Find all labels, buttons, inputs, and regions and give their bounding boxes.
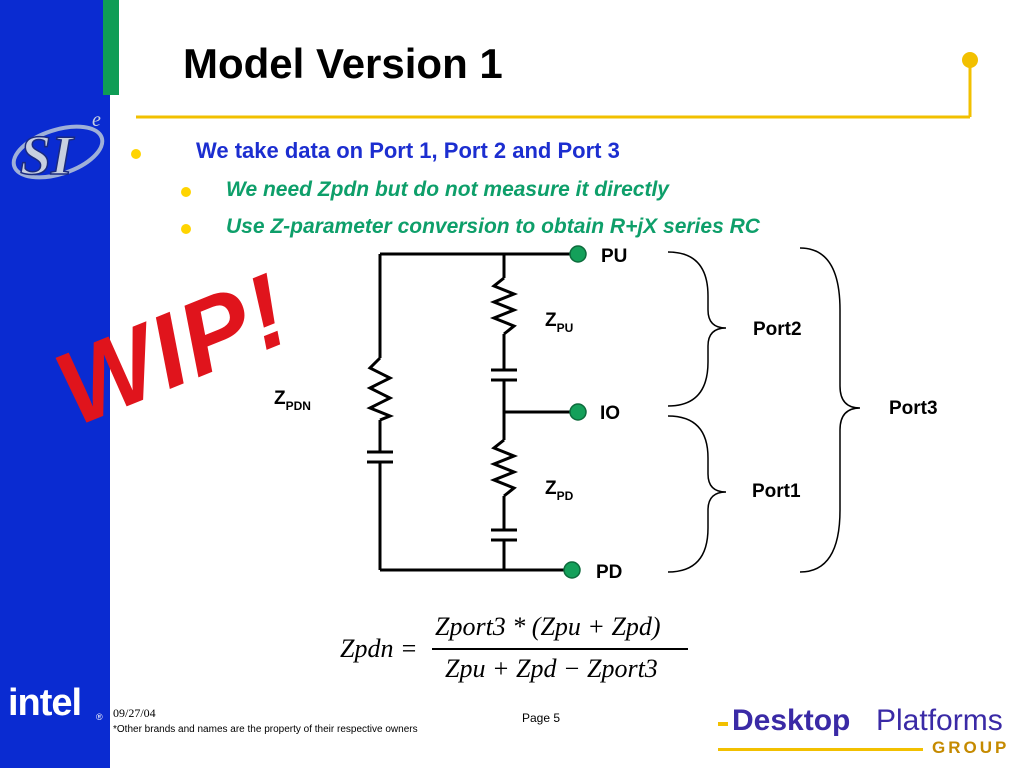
bullet-item-2: We need Zpdn but do not measure it direc… [226,178,669,201]
si-logo-text: SI [20,125,75,187]
formula-fraction-bar [432,648,688,650]
node-pd-terminal [563,561,581,579]
intel-registered-mark: ® [96,712,103,722]
formula-numerator: Zport3 * (Zpu + Zpd) [435,612,661,641]
footer-page-number: Page 5 [522,711,561,725]
zpdn-formula: Zpdn = Zport3 * (Zpu + Zpd) Zpu + Zpd − … [340,610,700,690]
bullet-item-3: Use Z-parameter conversion to obtain R+j… [226,215,760,238]
bullet-item-1: We take data on Port 1, Port 2 and Port … [196,138,620,163]
si-logo-sup: e [92,109,101,131]
logo-desktop-text: Desktop [732,704,851,737]
logo-platforms-text: Platforms [876,704,1003,737]
logo-group-text: GROUP [932,738,1010,757]
port-braces [667,247,861,573]
desktop-platforms-group-logo: Desktop Platforms GROUP [718,702,1018,762]
bullet-dot [131,149,141,159]
node-pu-terminal [569,245,587,263]
port-label-port3: Port3 [889,398,938,419]
port-label-port2: Port2 [753,319,802,340]
bullet-dot [181,187,191,197]
slide-title: Model Version 1 [183,40,503,87]
node-label-pd: PD [596,562,622,583]
node-io-terminal [569,403,587,421]
footer-note: *Other brands and names are the property… [113,724,418,735]
bullet-dot [181,224,191,234]
logo-dash [718,722,728,726]
port-label-port1: Port1 [752,481,801,502]
impedance-label-zpd: ZPD [545,478,574,503]
sidebar-accent-stripe [103,0,119,95]
impedance-label-zpu: ZPU [545,310,573,335]
formula-denominator: Zpu + Zpd − Zport3 [445,654,658,683]
node-label-io: IO [600,403,620,424]
intel-logo: intel [8,682,82,724]
circuit-wires [366,252,570,572]
node-label-pu: PU [601,246,627,267]
impedance-label-zpdn: ZPDN [274,388,311,413]
footer-date: 09/27/04 [113,706,156,720]
logo-underline [718,748,923,751]
formula-lhs: Zpdn = [340,634,418,663]
si-logo: SI e [11,109,105,188]
